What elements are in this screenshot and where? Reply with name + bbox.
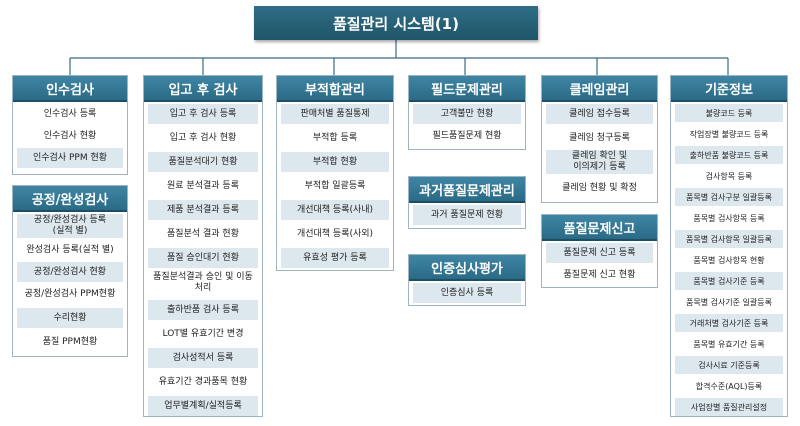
menu-item[interactable]: 제품 분석결과 등록 (148, 200, 258, 220)
menu-item[interactable]: 불량코드 등록 (675, 104, 783, 122)
menu-item[interactable]: 품목별 유효기간 등록 (693, 339, 765, 349)
menu-item[interactable]: 인수검사 현황 (43, 130, 97, 141)
menu-item[interactable]: 품목별 검사항목 일괄등록 (675, 230, 783, 248)
header-field-issue: 필드문제관리 (409, 76, 525, 102)
menu-item[interactable]: 완성검사 등록(실적 별) (26, 244, 114, 255)
menu-item[interactable]: 클레임 현황 및 확정 (562, 182, 637, 193)
menu-item[interactable]: 과거 품질문제 현황 (413, 205, 521, 225)
menu-item[interactable]: 검사시료 기준등록 (675, 356, 783, 374)
menu-item[interactable]: 거래처별 검사기준 등록 (675, 314, 783, 332)
menu-item[interactable]: 공정/완성검사 PPM현황 (24, 288, 116, 299)
menu-item[interactable]: 부적합 현황 (281, 152, 389, 172)
header-incoming-inspection: 인수검사 (13, 76, 127, 102)
menu-item[interactable]: 업무별계획/실적등록 (148, 396, 258, 416)
column-claim: 클레임관리 클레임 접수등록 클레임 청구등록 클레임 확인 및 이의제기 등록… (541, 75, 658, 203)
menu-item[interactable]: 품목별 검사기준 등록 (675, 272, 783, 290)
header-post-receipt-inspection: 입고 후 검사 (144, 76, 262, 102)
column-post-receipt-inspection: 입고 후 검사 입고 후 검사 등록 입고 후 검사 현황 품질분석대기 현황 … (143, 75, 263, 417)
menu-item[interactable]: 품질분석결과 승인 및 이동 처리 (153, 272, 253, 293)
menu-item[interactable]: 고객불만 현황 (413, 104, 521, 124)
menu-item[interactable]: 품목별 검사항목 등록 (693, 213, 765, 223)
menu-item[interactable]: 공정/완성검사 현황 (17, 262, 123, 282)
menu-item[interactable]: 개선대책 등록(사외) (296, 228, 374, 239)
menu-item[interactable]: 인수검사 등록 (43, 108, 97, 119)
menu-item[interactable]: 검사성적서 등록 (148, 348, 258, 368)
menu-item[interactable]: LOT별 유효기간 변경 (162, 328, 244, 339)
menu-item[interactable]: 인증심사 등록 (413, 283, 521, 303)
column-field-issue: 필드문제관리 고객불만 현황 필드품질문제 현황 (408, 75, 526, 150)
header-process-inspection: 공정/완성검사 (13, 186, 127, 212)
menu-item[interactable]: 품질문제 신고 등록 (546, 243, 653, 263)
menu-item[interactable]: 품질분석대기 현황 (148, 152, 258, 172)
menu-item[interactable]: 수리현황 (17, 308, 123, 328)
menu-item[interactable]: 유효성 평가 등록 (281, 248, 389, 268)
menu-item[interactable]: 클레임 접수등록 (546, 104, 653, 124)
header-claim: 클레임관리 (542, 76, 657, 102)
column-incoming-inspection: 인수검사 인수검사 등록 인수검사 현황 인수검사 PPM 현황 (12, 75, 128, 175)
menu-item[interactable]: 품목별 검사구분 일괄등록 (675, 188, 783, 206)
menu-item[interactable]: 클레임 확인 및 이의제기 등록 (546, 150, 653, 174)
menu-item[interactable]: 출하반품 불량코드 등록 (675, 146, 783, 164)
header-master-data: 기준정보 (671, 76, 787, 102)
menu-item[interactable]: 개선대책 등록(사내) (281, 200, 389, 220)
menu-item[interactable]: 필드품질문제 현황 (432, 130, 502, 141)
menu-item[interactable]: 사업장별 품질관리설정 (675, 398, 783, 416)
menu-item[interactable]: 품질 승인대기 현황 (148, 248, 258, 268)
header-certification-audit: 인증심사평가 (409, 255, 525, 281)
header-nonconformance: 부적합관리 (277, 76, 393, 102)
menu-item[interactable]: 인수검사 PPM 현황 (17, 148, 123, 168)
header-quality-report: 품질문제신고 (542, 215, 657, 241)
menu-item[interactable]: 품질 PPM현황 (42, 336, 98, 347)
menu-item[interactable]: 유효기간 경과품목 현황 (158, 376, 248, 387)
menu-item[interactable]: 품질문제 신고 현황 (563, 269, 636, 280)
menu-item[interactable]: 입고 후 검사 현황 (169, 132, 237, 143)
menu-item[interactable]: 부적합 등록 (312, 132, 358, 143)
menu-item[interactable]: 공정/완성검사 등록 (실적 별) (17, 214, 123, 238)
menu-item[interactable]: 품질분석 결과 현황 (167, 228, 239, 239)
column-past-quality-issue: 과거품질문제관리 과거 품질문제 현황 (408, 176, 526, 229)
column-master-data: 기준정보 불량코드 등록 작업장별 불량코드 등록 출하반품 불량코드 등록 검… (670, 75, 788, 417)
menu-item[interactable]: 작업장별 불량코드 등록 (689, 129, 769, 139)
menu-item[interactable]: 품목별 검사항목 현황 (693, 255, 765, 265)
menu-item[interactable]: 원료 분석결과 등록 (167, 180, 239, 191)
menu-item[interactable]: 출하반품 검사 등록 (148, 300, 258, 320)
menu-item[interactable]: 합격수준(AQL)등록 (695, 381, 763, 391)
page-title: 품질관리 시스템(1) (254, 6, 538, 40)
header-past-quality-issue: 과거품질문제관리 (409, 177, 525, 203)
menu-item[interactable]: 판매처별 품질통제 (281, 104, 389, 124)
column-quality-report: 품질문제신고 품질문제 신고 등록 품질문제 신고 현황 (541, 214, 658, 288)
menu-item[interactable]: 검사항목 등록 (705, 171, 753, 181)
menu-item[interactable]: 입고 후 검사 등록 (148, 104, 258, 124)
column-certification-audit: 인증심사평가 인증심사 등록 (408, 254, 526, 306)
column-process-inspection: 공정/완성검사 공정/완성검사 등록 (실적 별) 완성검사 등록(실적 별) … (12, 185, 128, 357)
menu-item[interactable]: 품목별 검사기준 일괄등록 (685, 297, 773, 307)
column-nonconformance: 부적합관리 판매처별 품질통제 부적합 등록 부적합 현황 부적합 일괄등록 개… (276, 75, 394, 271)
menu-item[interactable]: 부적합 일괄등록 (304, 180, 366, 191)
menu-item[interactable]: 클레임 청구등록 (569, 132, 630, 143)
